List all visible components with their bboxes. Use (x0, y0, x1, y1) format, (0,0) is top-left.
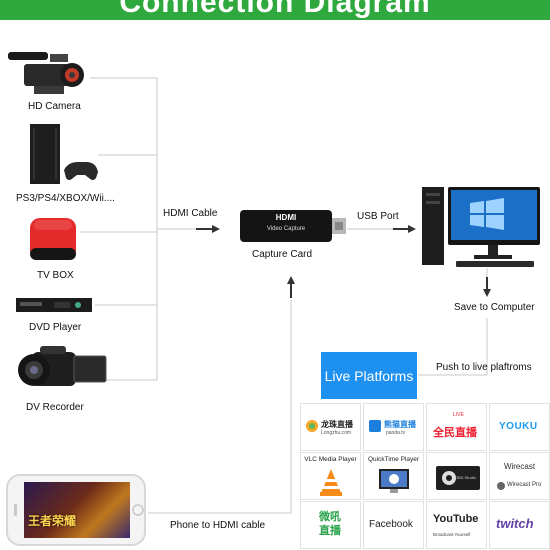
platform-twitch: twitch (489, 501, 550, 549)
platform-name: 熊猫直播 (384, 420, 416, 429)
phone-to-hdmi-label: Phone to HDMI cable (170, 520, 266, 531)
platform-grid: 龙珠直播 Longzhu.com 熊猫直播 panda.tv LIVE 全民直播… (300, 403, 550, 550)
platform-name: Wirecast (503, 462, 536, 471)
platform-youtube: YouTube Broadcast Yourself (426, 501, 487, 549)
platform-panda: 熊猫直播 panda.tv (363, 403, 424, 451)
source-label-console: PS3/PS4/XBOX/Wii.... (16, 193, 115, 204)
usb-port-label: USB Port (357, 211, 399, 222)
panda-logo-icon (369, 420, 381, 432)
dv-recorder-icon (18, 346, 107, 386)
platform-obs: OBS Studio (426, 452, 487, 500)
diagram-title: Connection Diagram (119, 0, 431, 19)
vlc-cone-icon (320, 469, 342, 496)
platform-weihou: 微吼直播 (300, 501, 361, 549)
platform-sub: panda.tv (386, 430, 406, 436)
platform-sub: Broadcast Yourself (433, 532, 471, 537)
phone-speaker-icon (14, 504, 17, 516)
phone-screen: 王者荣耀 (24, 482, 130, 538)
platform-vlc: VLC Media Player (300, 452, 361, 500)
capture-card-brand: HDMI (276, 213, 296, 222)
source-label-dv-recorder: DV Recorder (26, 402, 84, 413)
platform-youku: YOUKU (489, 403, 550, 451)
hdmi-cable-label: HDMI Cable (163, 208, 218, 219)
push-to-live-label: Push to live plaftroms (436, 362, 532, 373)
wirecast-logo-icon (497, 482, 505, 490)
capture-card-label: Capture Card (252, 249, 313, 260)
platform-name: Facebook (369, 519, 413, 530)
live-platforms-box: Live Platforms (321, 352, 417, 399)
phone-game-title: 王者荣耀 (28, 514, 77, 528)
platform-longzhu: 龙珠直播 Longzhu.com (300, 403, 361, 451)
platform-name: VLC Media Player (304, 456, 357, 463)
platform-name: QuickTime Player (367, 456, 420, 463)
platform-quicktime: QuickTime Player (363, 452, 424, 500)
game-console-icon (30, 124, 98, 184)
platform-name: YOUKU (499, 421, 538, 432)
dvd-player-icon (16, 298, 92, 312)
obs-logo-icon (436, 466, 480, 490)
platform-sub: Longzhu.com (321, 430, 352, 436)
platform-sub: LIVE (453, 412, 464, 418)
platform-name: OBS Studio (455, 475, 476, 480)
platform-quanmin: LIVE 全民直播 (426, 403, 487, 451)
platform-sub: Wirecast Pro (507, 482, 542, 488)
platform-name: 龙珠直播 (321, 420, 353, 429)
platform-wirecast: Wirecast Wirecast Pro (489, 452, 550, 500)
source-label-dvd-player: DVD Player (29, 322, 82, 333)
capture-card-icon: HDMI Video Capture (240, 210, 346, 242)
platform-name: twitch (496, 516, 534, 531)
live-platforms-label: Live Platforms (324, 367, 414, 384)
platform-name: YouTube (433, 513, 479, 525)
save-to-computer-label: Save to Computer (454, 302, 535, 313)
platform-name: 全民直播 (433, 427, 477, 439)
tv-box-icon (30, 218, 76, 260)
computer-icon (422, 187, 540, 267)
platform-name: 微吼直播 (319, 511, 341, 537)
longzhu-logo-icon (306, 420, 318, 432)
source-label-hd-camera: HD Camera (28, 101, 81, 112)
title-banner: Connection Diagram (0, 0, 550, 20)
phone-home-button-icon (132, 504, 144, 516)
camcorder-icon (8, 52, 84, 94)
capture-card-subtitle: Video Capture (267, 226, 306, 232)
smartphone: 王者荣耀 (6, 474, 146, 546)
source-label-tv-box: TV BOX (37, 270, 74, 281)
platform-facebook: Facebook (363, 501, 424, 549)
quicktime-monitor-icon (379, 469, 409, 493)
